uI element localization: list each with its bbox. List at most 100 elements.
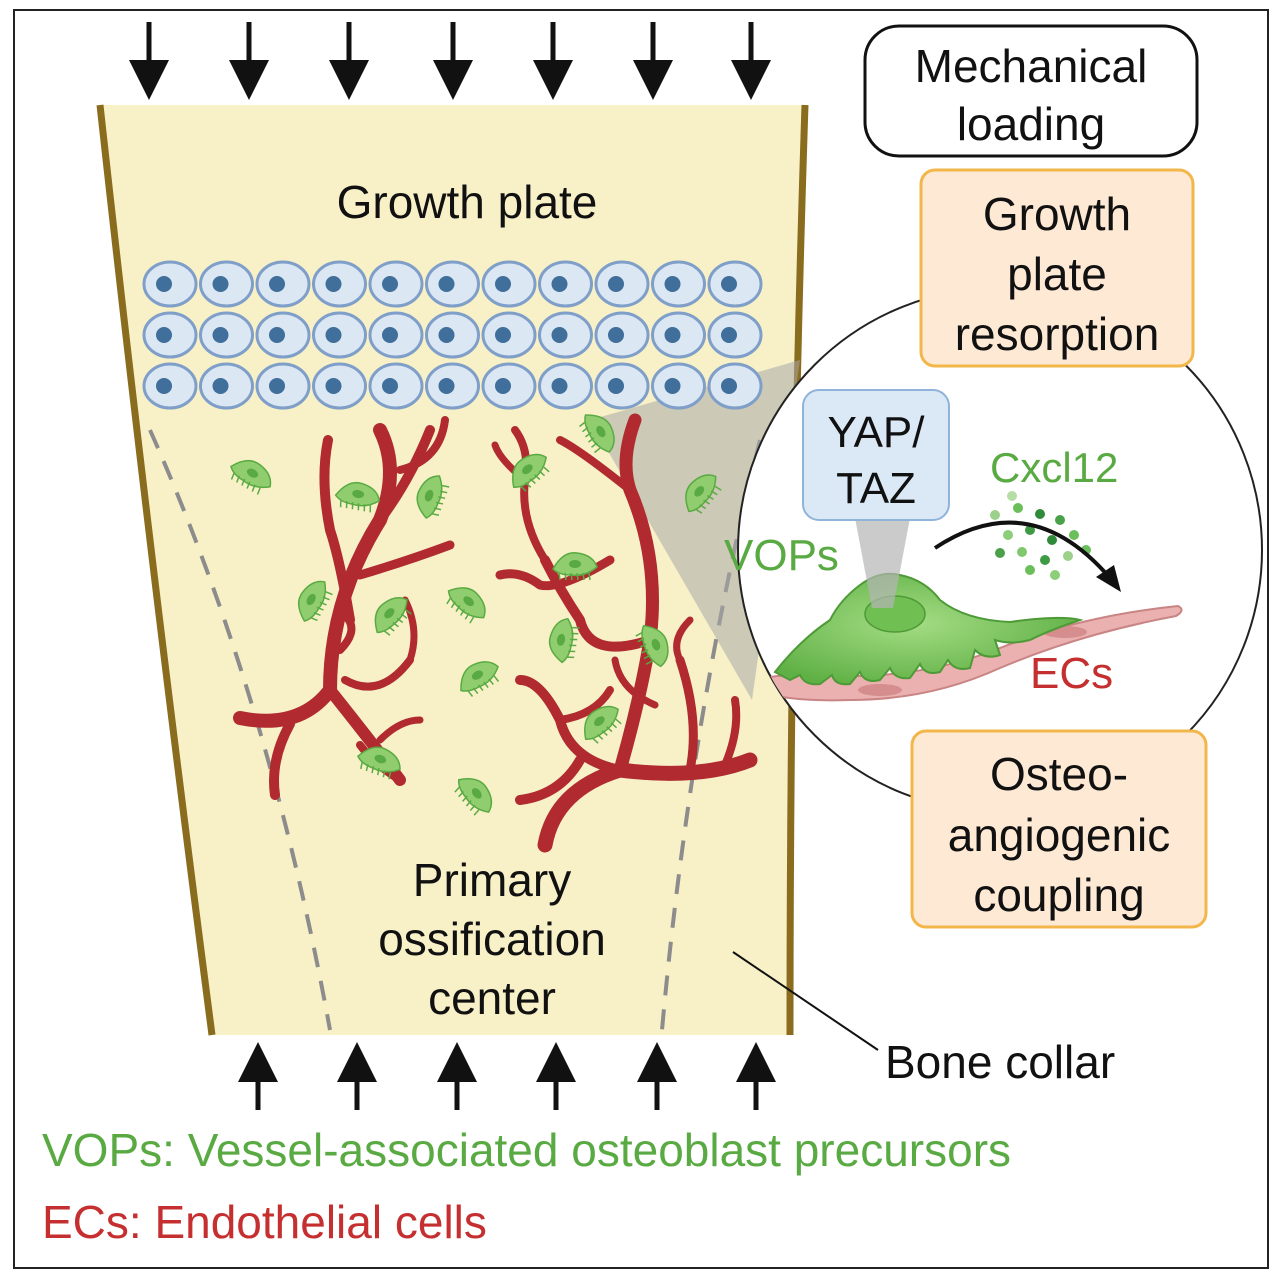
vop-cell [230,459,272,495]
chondrocyte-rows [142,260,763,410]
yap-taz-box: YAP/ TAZ [802,389,950,521]
vop-cell [297,580,333,622]
ec-nucleus-1 [858,684,902,696]
chondrocyte [481,362,537,410]
vops-zoom-label: VOPs [724,531,839,580]
vop-cell [512,453,550,492]
chondrocyte [538,311,593,359]
chondrocyte [707,260,763,308]
oac-line-1: Osteo- [990,748,1128,800]
vop-cell [552,552,598,581]
yap-taz-line-2: TAZ [836,464,916,513]
vop-cell [454,778,493,816]
chondrocyte [255,362,311,410]
chondrocyte [538,362,593,410]
down-arrow [329,22,369,100]
chondrocyte [594,362,650,410]
vop-cell [584,705,622,744]
chondrocyte [142,362,198,410]
mechanical-loading-line-1: Mechanical [915,40,1148,92]
chondrocyte [538,260,593,308]
cxcl12-dot [1069,530,1079,540]
cxcl12-dot [990,510,1000,520]
mechanical-loading-line-2: loading [957,98,1105,150]
vop-cell [416,475,450,519]
up-arrow [637,1042,677,1110]
chondrocyte [199,362,254,410]
ecs-zoom-label: ECs [1030,649,1113,698]
secretion-arrow [933,520,1112,580]
cxcl12-dot [1035,509,1045,519]
poc-line-2: ossification [378,913,606,965]
chondrocyte [425,311,480,359]
vop-cell [548,617,580,664]
chondrocyte [651,260,706,308]
bottom-loading-arrows [238,1042,776,1110]
vop-cells [230,414,722,816]
vop-cell [579,414,615,454]
down-arrow [633,22,673,100]
growth-plate-resorption-box: Growth plate resorption [919,168,1195,368]
legend-ecs: ECs: Endothelial cells [42,1196,487,1248]
chondrocyte [199,260,254,308]
cxcl12-dot [1050,570,1060,580]
chondrocyte [481,311,537,359]
osteo-angiogenic-coupling-box: Osteo- angiogenic coupling [910,729,1208,929]
chondrocyte [312,362,367,410]
cxcl12-dot [1025,565,1035,575]
up-arrow [238,1042,278,1110]
cxcl12-dot [1013,503,1023,513]
down-arrow [533,22,573,100]
bone-collar-label: Bone collar [885,1036,1115,1088]
dashed-boundary-left [148,429,332,1031]
vop-cell [374,597,412,636]
chondrocyte [368,311,424,359]
top-loading-arrows [129,22,771,100]
cxcl12-dot [1055,515,1065,525]
chondrocyte [142,260,198,308]
oac-line-3: coupling [973,869,1144,921]
figure-frame [13,9,1269,1269]
cxcl12-label: Cxcl12 [990,444,1118,491]
cxcl12-dot [1007,491,1017,501]
chondrocyte [425,260,480,308]
cxcl12-dot [1025,525,1035,535]
vop-cell [446,587,486,624]
up-arrow [337,1042,377,1110]
chondrocyte [142,311,198,359]
cxcl12-dot [1003,530,1013,540]
down-arrow [433,22,473,100]
down-arrow [229,22,269,100]
cxcl12-dot [1047,535,1057,545]
chondrocyte [707,311,763,359]
poc-line-1: Primary [413,854,571,906]
vop-cell [685,474,722,514]
secretion-arrowhead [1096,565,1121,592]
down-arrow [129,22,169,100]
cxcl12-dot [1017,547,1027,557]
gpr-line-1: Growth [983,188,1131,240]
chondrocyte [594,311,650,359]
cxcl12-dot [1040,555,1050,565]
chondrocyte [312,260,367,308]
chondrocyte [368,260,424,308]
chondrocyte [255,260,311,308]
bone-collar-leader [732,951,879,1051]
oac-line-2: angiogenic [948,809,1171,861]
up-arrow [536,1042,576,1110]
bone-collar-left [96,104,216,1036]
chondrocyte [368,362,424,410]
chondrocyte [651,362,706,410]
chondrocyte [651,311,706,359]
legend-vops: VOPs: Vessel-associated osteoblast precu… [42,1124,1011,1176]
chondrocyte [425,362,480,410]
vop-cell [460,661,500,697]
chondrocyte [199,311,254,359]
vop-cell [334,481,381,513]
down-arrow [731,22,771,100]
growth-plate-label: Growth plate [337,176,598,228]
mechanical-loading-box: Mechanical loading [863,24,1199,158]
up-arrow [736,1042,776,1110]
yap-taz-line-1: YAP/ [827,408,925,457]
